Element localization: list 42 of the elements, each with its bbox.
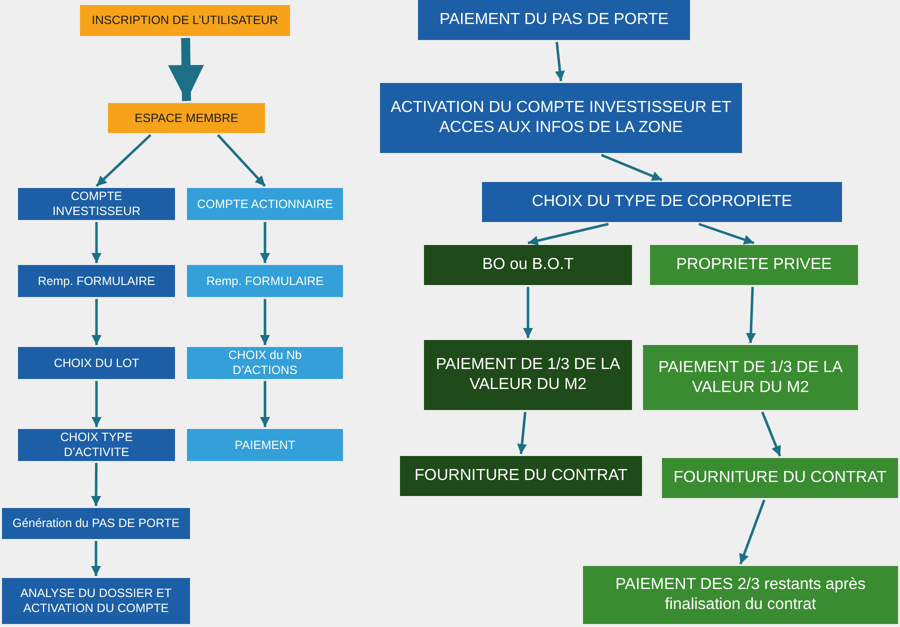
process-box: ACTIVATION DU COMPTE INVESTISSEUR ET ACCES AUX INFOS DE LA ZONE xyxy=(380,83,742,153)
process-box: PAIEMENT DE 1/3 DE LA VALEUR DU M2 xyxy=(643,345,858,410)
arrow xyxy=(216,134,266,187)
process-box: PAIEMENT DE 1/3 DE LA VALEUR DU M2 xyxy=(424,340,632,410)
process-box: ANALYSE DU DOSSIER ET ACTIVATION DU COMPTE xyxy=(2,578,190,624)
process-box: Remp. FORMULAIRE xyxy=(18,265,175,297)
arrow xyxy=(92,381,102,427)
process-box: CHOIX DU TYPE DE COPROPIETE xyxy=(482,182,842,222)
process-box: PAIEMENT DES 2/3 restants après finalisation du contrat xyxy=(583,566,898,624)
arrow xyxy=(92,299,102,345)
arrow xyxy=(761,412,782,456)
arrow xyxy=(746,286,756,344)
arrow xyxy=(92,222,102,263)
process-box: CHOIX TYPE D’ACTIVITE xyxy=(18,429,175,461)
process-box: FOURNITURE DU CONTRAT xyxy=(662,458,898,498)
process-box: COMPTE INVESTISSEUR xyxy=(18,188,175,220)
arrow xyxy=(260,222,270,263)
process-box: PROPRIETE PRIVEE xyxy=(650,245,858,285)
arrow xyxy=(523,287,533,338)
process-box: CHOIX du Nb D’ACTIONS xyxy=(187,347,343,379)
process-box: FOURNITURE DU CONTRAT xyxy=(400,456,642,496)
arrow xyxy=(698,222,754,244)
arrow xyxy=(260,381,270,427)
arrow xyxy=(168,38,204,102)
process-box: Remp. FORMULAIRE xyxy=(187,265,343,297)
arrow xyxy=(96,134,152,187)
process-box: CHOIX DU LOT xyxy=(18,347,175,379)
process-box: COMPTE ACTIONNAIRE xyxy=(187,188,343,220)
arrow xyxy=(739,500,766,564)
process-box: Génération du PAS DE PORTE xyxy=(2,508,190,539)
arrow xyxy=(528,222,609,246)
process-box: BO ou B.O.T xyxy=(424,245,632,285)
process-box: PAIEMENT xyxy=(187,429,343,461)
arrow xyxy=(554,42,565,82)
arrow xyxy=(600,154,662,182)
process-box: PAIEMENT DU PAS DE PORTE xyxy=(418,0,690,40)
arrow xyxy=(91,463,102,506)
process-box: ESPACE MEMBRE xyxy=(108,103,265,133)
process-box: INSCRIPTION DE L’UTILISATEUR xyxy=(80,5,290,36)
arrow xyxy=(260,299,270,345)
arrow xyxy=(91,541,101,576)
arrow xyxy=(517,412,527,454)
